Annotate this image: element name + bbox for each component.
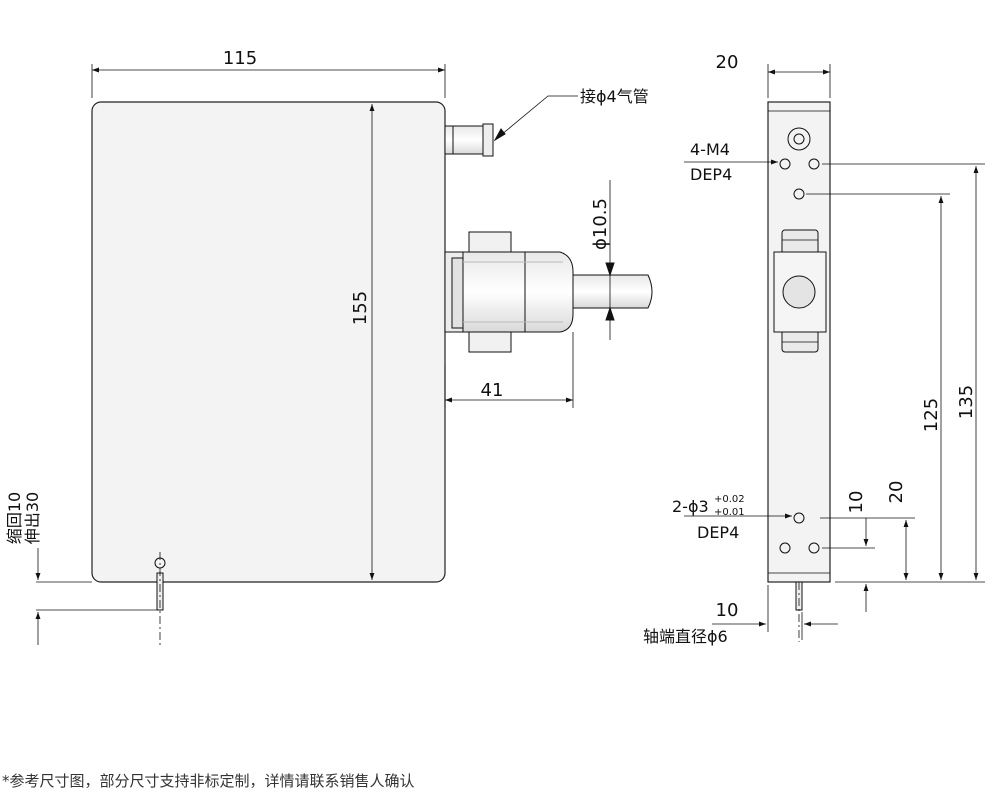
shaft-label: 轴端直径ϕ6 [643, 627, 728, 646]
pin-tolerance-upper: +0.02 [714, 494, 745, 505]
footnote: *参考尺寸图，部分尺寸支持非标定制，详情请联系销售人确认 [2, 772, 415, 790]
dim-10-right: 10 [846, 491, 867, 514]
side-view [684, 64, 985, 642]
rod-assembly [444, 231, 653, 353]
thread-depth-label: DEP4 [690, 165, 732, 184]
thread-hole [779, 158, 791, 170]
gripper-body [91, 101, 446, 583]
rod-length-dim: 41 [481, 380, 504, 401]
shaft-offset-dim: 10 [716, 600, 739, 621]
air-port [787, 127, 811, 151]
thread-hole [793, 188, 805, 200]
stroke-retract-label: 缩回10 [5, 492, 24, 544]
dim-135: 135 [956, 385, 977, 419]
air-fitting-label: 接ϕ4气管 [580, 87, 649, 106]
pin-tolerance-lower: +0.01 [714, 507, 745, 518]
pin-hole [793, 512, 805, 524]
side-width-dim: 20 [716, 52, 739, 73]
front-height-dim: 155 [350, 291, 371, 325]
thread-label: 4-M4 [690, 140, 730, 159]
front-view [35, 64, 653, 645]
pin-depth-label: DEP4 [697, 523, 739, 542]
front-width-dim: 115 [223, 48, 257, 69]
pin-hole-label: 2-ϕ3 [672, 497, 709, 516]
stroke-extend-label: 伸出30 [23, 492, 42, 544]
rod-diameter-dim: ϕ10.5 [590, 198, 611, 250]
dim-125: 125 [921, 398, 942, 432]
thread-hole [808, 542, 820, 554]
dim-20-right: 20 [886, 481, 907, 504]
technical-drawing: 115 155 接ϕ4气管 ϕ10.5 41 缩回10 伸出30 [5, 48, 985, 646]
thread-hole [779, 542, 791, 554]
thread-hole [808, 158, 820, 170]
air-fitting [444, 123, 494, 157]
